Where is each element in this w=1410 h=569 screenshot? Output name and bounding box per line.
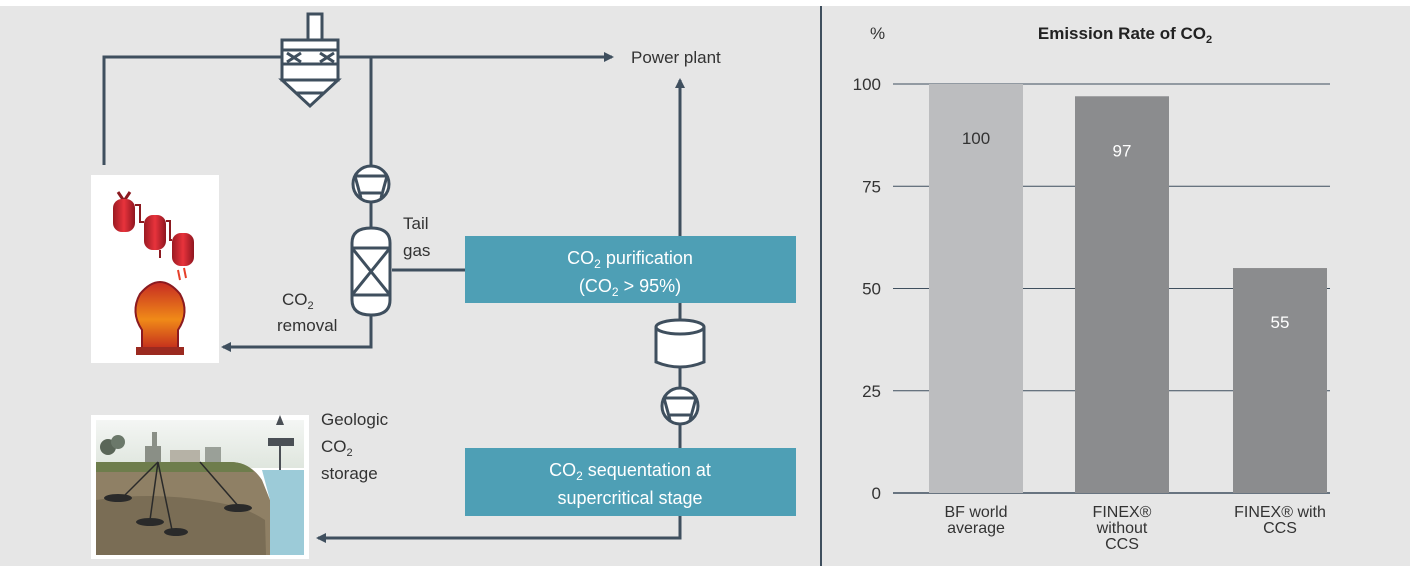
compressor-icon [351,164,391,204]
storage-label-line1: Geologic [321,410,389,429]
y-tick-label: 100 [853,75,881,94]
co2-removal-label-line2: removal [277,316,337,335]
bar-value-label: 55 [1271,313,1290,332]
bar [929,84,1023,493]
finex-plant-illustration [91,175,219,363]
storage-label-line2: CO2 [321,437,353,459]
y-tick-label: 50 [862,280,881,299]
y-tick-label: 75 [862,177,881,196]
emission-rate-chart: Emission Rate of CO2 % 0 25 50 75 100 100 97 5… [853,24,1330,553]
x-category-label: FINEX® [1093,504,1152,521]
pipe-co2-removal [221,315,373,352]
x-category-label: without [1096,520,1148,537]
compressor-2-icon [660,386,700,426]
y-axis-unit-label: % [870,24,885,43]
tail-gas-label-line1: Tail [403,214,429,233]
pipe-to-storage [316,516,682,543]
absorption-column-icon [350,226,392,317]
co2-removal-label-line1: CO2 [282,290,314,312]
bar [1075,96,1169,494]
x-category-label: BF world [944,504,1007,521]
sequestration-line1: CO2 sequentation at [549,460,711,483]
chart-bars: 100 97 55 [929,84,1327,494]
power-plant-label: Power plant [631,48,721,67]
co2-purification-box: CO2 purification (CO2 > 95%) [465,236,796,303]
chart-title: Emission Rate of CO2 [1038,24,1212,46]
purification-line1: CO2 purification [567,248,693,271]
x-category-label: FINEX® with [1234,504,1326,521]
bar [1233,268,1327,493]
x-category-label: CCS [1263,520,1297,537]
chart-y-ticks: 0 25 50 75 100 [853,75,881,503]
tail-gas-label-line2: gas [403,241,430,260]
co2-sequestration-box: CO2 sequentation at supercritical stage [465,448,796,516]
purification-line2: (CO2 > 95%) [579,276,681,299]
storage-label-line3: storage [321,464,378,483]
x-category-label: CCS [1105,536,1139,553]
sequestration-line2: supercritical stage [557,488,702,508]
bar-value-label: 97 [1113,141,1132,160]
y-tick-label: 25 [862,382,881,401]
top-separator-unit [278,12,342,109]
pipe-plant-to-top [102,55,282,165]
pipe-network [102,52,685,543]
panel-divider [820,6,822,566]
storage-tank-icon [654,318,706,369]
geologic-storage-illustration [91,415,309,559]
x-category-label: average [947,520,1005,537]
bar-value-label: 100 [962,129,990,148]
y-tick-label: 0 [872,484,881,503]
